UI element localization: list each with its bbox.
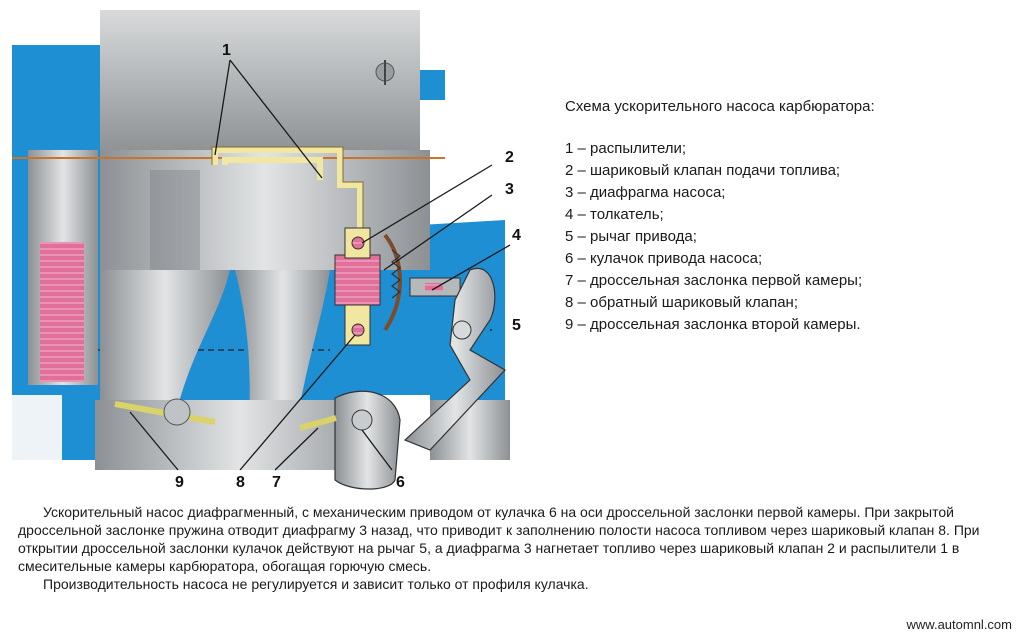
legend-list: 1 – распылители; 2 – шариковый клапан по… <box>565 138 1005 336</box>
callout-8: 8 <box>236 474 245 491</box>
legend-title: Схема ускорительного насоса карбюратора: <box>565 98 875 115</box>
callout-4: 4 <box>512 227 521 244</box>
description-paragraph: Ускорительный насос диафрагменный, с мех… <box>18 504 980 574</box>
description-paragraph: Производительность насоса не регулируетс… <box>43 576 589 592</box>
callout-9: 9 <box>175 474 184 491</box>
legend-item: 7 – дроссельная заслонка первой камеры; <box>565 272 863 289</box>
callout-1: 1 <box>222 42 231 59</box>
source-url: www.automnl.com <box>906 617 1012 632</box>
pump-pusher <box>409 277 461 297</box>
nozzle-channel-outline <box>211 146 364 230</box>
lever-pivot <box>452 320 472 340</box>
description: Ускорительный насос диафрагменный, с мех… <box>18 503 1018 593</box>
legend: Схема ускорительного насоса карбюратора:… <box>565 96 1005 336</box>
callout-7: 7 <box>272 474 281 491</box>
leader-lines <box>129 59 511 471</box>
cam-axis <box>351 409 373 431</box>
throttle-valve-second <box>114 398 216 426</box>
pump-cavity <box>334 227 381 346</box>
pump-cam <box>334 390 401 490</box>
callout-6: 6 <box>396 474 405 491</box>
legend-item: 8 – обратный шариковый клапан; <box>565 294 798 311</box>
callout-3: 3 <box>505 181 514 198</box>
pump-spring <box>391 249 401 299</box>
legend-item: 2 – шариковый клапан подачи топлива; <box>565 162 841 179</box>
callout-5: 5 <box>512 317 521 334</box>
legend-item: 3 – диафрагма насоса; <box>565 184 726 201</box>
legend-item: 4 – толкатель; <box>565 206 664 223</box>
drive-lever <box>403 267 506 451</box>
callout-2: 2 <box>505 149 514 166</box>
throttle-valve-first <box>299 415 337 431</box>
legend-item: 9 – дроссельная заслонка второй камеры. <box>565 316 861 333</box>
legend-item: 1 – распылители; <box>565 140 687 157</box>
legend-item: 5 – рычаг привода; <box>565 228 697 245</box>
accelerator-pump-diagram: 1 2 3 4 5 6 7 8 9 <box>12 10 521 491</box>
legend-item: 6 – кулачок привода насоса; <box>565 250 763 267</box>
